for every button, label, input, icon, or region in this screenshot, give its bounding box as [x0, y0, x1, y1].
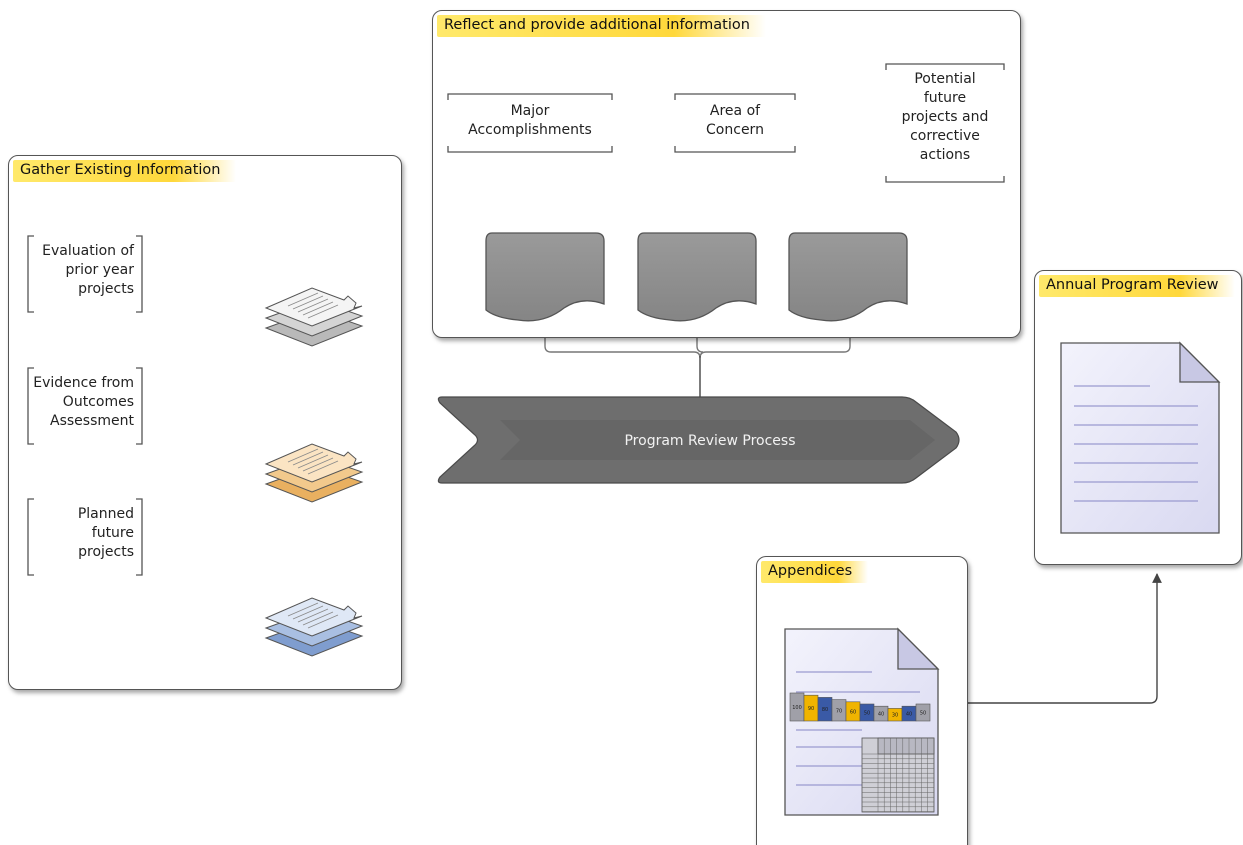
- callout-major-accomplishments: Major Accomplishments: [446, 92, 614, 154]
- appendices-document-icon: 100 90 80 70 60 50 40 30 40 50: [784, 627, 940, 816]
- mini-bar-strip: 100 90 80 70 60 50 40 30 40 50: [789, 692, 931, 722]
- callout-line: Assessment: [50, 413, 134, 429]
- stacked-documents-blue-icon: [264, 597, 364, 657]
- callout-line: Major: [510, 103, 550, 119]
- mini-bar-label: 40: [878, 712, 884, 718]
- callout-planned-future: Planned future projects: [26, 497, 144, 577]
- flag-document-shape-1: [485, 232, 605, 322]
- callout-bracket: [885, 63, 1005, 183]
- callout-line: projects: [78, 281, 134, 297]
- callout-line: Evidence from: [33, 375, 134, 391]
- appendices-title: Appendices: [761, 561, 869, 583]
- callout-line: Outcomes: [62, 394, 134, 410]
- callout-bracket: [447, 93, 613, 153]
- mini-bar-label: 80: [822, 707, 828, 713]
- callout-bracket: [674, 93, 796, 153]
- mini-bar-label: 40: [906, 712, 912, 718]
- stacked-documents-orange-icon: [264, 443, 364, 503]
- flag-document-shape-2: [637, 232, 757, 322]
- callout-potential-future-projects: Potential future projects and corrective…: [884, 62, 1006, 184]
- reflect-title: Reflect and provide additional informati…: [437, 15, 766, 37]
- callout-bracket: [27, 235, 143, 313]
- callout-line: Accomplishments: [468, 122, 592, 138]
- mini-bar-label: 60: [850, 709, 856, 715]
- mini-bar-label: 70: [836, 708, 842, 714]
- callout-line: Area of: [709, 103, 761, 119]
- callout-bracket: [27, 498, 143, 576]
- callout-line: projects and: [901, 109, 989, 125]
- mini-bar-label: 50: [920, 711, 926, 717]
- callout-line: Evaluation of: [42, 243, 134, 259]
- annual-review-title: Annual Program Review: [1039, 275, 1235, 297]
- appendices-to-annual-arrow: [966, 573, 1162, 704]
- flag-document-shape-3: [788, 232, 908, 322]
- callout-line: future: [923, 90, 967, 106]
- mini-bar-label: 30: [892, 713, 898, 719]
- callout-line: Planned: [77, 506, 134, 522]
- callout-line: projects: [78, 544, 134, 560]
- callout-line: prior year: [65, 262, 134, 278]
- callout-evaluation-prior-projects: Evaluation of prior year projects: [26, 234, 144, 314]
- callout-line: Concern: [706, 122, 764, 138]
- gather-title: Gather Existing Information: [13, 160, 237, 182]
- callout-line: future: [91, 525, 134, 541]
- mini-bar-label: 100: [792, 705, 802, 711]
- callout-evidence-outcomes: Evidence from Outcomes Assessment: [26, 366, 144, 446]
- document-icon: [1060, 341, 1221, 534]
- callout-area-of-concern: Area of Concern: [673, 92, 797, 154]
- mini-bar-label: 90: [808, 706, 814, 712]
- callout-line: actions: [919, 147, 971, 163]
- callout-line: corrective: [910, 128, 980, 144]
- callout-line: Potential: [914, 71, 976, 87]
- process-arrow-label: Program Review Process: [624, 433, 796, 449]
- stacked-documents-gray-icon: [264, 287, 364, 347]
- callout-bracket: [27, 367, 143, 445]
- mini-bar: [915, 703, 931, 722]
- mini-bar-label: 50: [864, 711, 870, 717]
- mini-grid-table: [861, 737, 935, 813]
